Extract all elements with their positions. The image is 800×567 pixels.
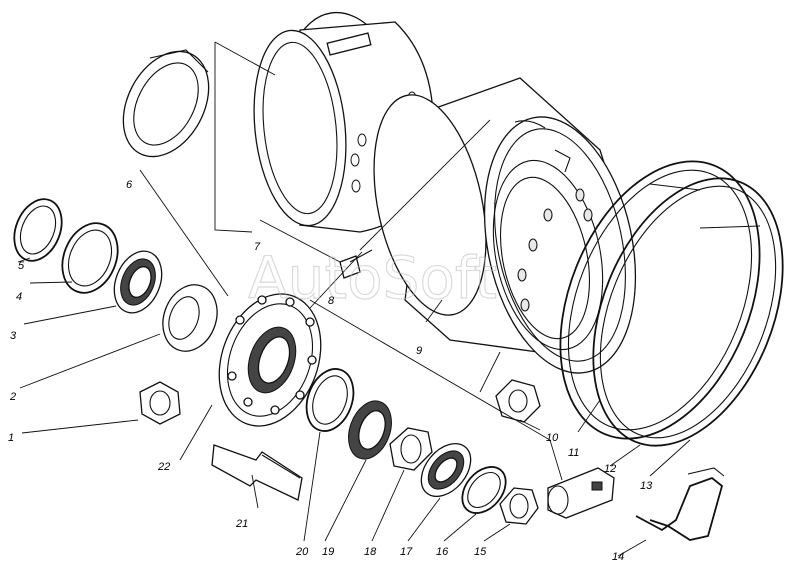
part-15-lock-nut [499, 487, 539, 525]
part-21-stud [211, 444, 303, 501]
callout-6: 6 [126, 179, 133, 191]
part-16-lock-washer [461, 466, 507, 514]
part-9-rim [373, 77, 637, 374]
part-17-thrust-bearing [420, 443, 472, 497]
callout-7: 7 [254, 241, 261, 253]
part-1-nut [139, 381, 181, 425]
part-18-washer [389, 427, 433, 471]
part-5-seal [13, 198, 63, 262]
callout-16: 16 [436, 546, 449, 558]
callout-14: 14 [612, 551, 624, 563]
callout-22: 22 [157, 461, 170, 473]
callout-10: 10 [546, 432, 559, 444]
part-10-wheel-nut [495, 379, 541, 423]
part-6-gasket [122, 49, 210, 158]
callout-13: 13 [640, 480, 653, 492]
callout-labels: 1 2 3 4 5 6 7 8 9 10 11 12 13 14 15 16 1… [8, 179, 653, 563]
leader-lines [17, 41, 691, 557]
part-4-cup [61, 222, 119, 294]
callout-11: 11 [568, 447, 579, 459]
callout-4: 4 [16, 291, 22, 303]
callout-17: 17 [400, 546, 413, 558]
part-2-spacer [162, 284, 218, 352]
part-3-bearing [113, 250, 163, 314]
part-12-clamp [547, 467, 615, 519]
callout-15: 15 [474, 546, 487, 558]
callout-9: 9 [416, 345, 422, 357]
hub [218, 293, 322, 427]
part-19-bearing [348, 400, 392, 460]
callout-21: 21 [235, 518, 248, 530]
part-8-bolt [339, 249, 373, 279]
callout-12: 12 [604, 463, 616, 475]
part-20-race [305, 368, 355, 432]
callout-8: 8 [328, 295, 335, 307]
callout-1: 1 [8, 432, 14, 444]
callout-5: 5 [18, 260, 25, 272]
callout-3: 3 [10, 330, 17, 342]
part-14-clip [635, 467, 725, 541]
callout-2: 2 [9, 391, 16, 403]
callout-18: 18 [364, 546, 377, 558]
watermark: AutoSoft [248, 244, 497, 312]
part-11-13-rings [559, 160, 784, 447]
callout-19: 19 [322, 546, 334, 558]
callout-20: 20 [295, 546, 309, 558]
